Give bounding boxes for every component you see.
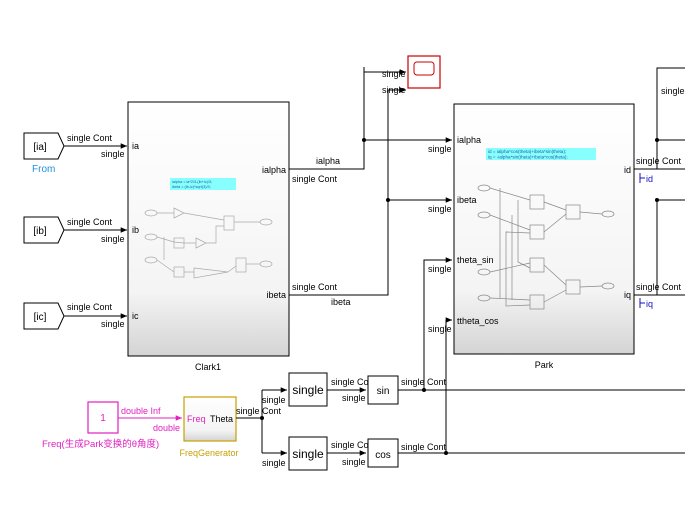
park-in-sig-ialpha: single [428,144,452,154]
sin-in-sig: single [342,393,366,403]
branch-dot-cos [444,451,448,455]
goto-id-label: id [646,174,653,184]
sig-ic-top: single Cont [67,302,113,312]
park-port-iq: iq [624,290,631,300]
branch-dot-ialpha [362,138,366,142]
park-port-theta-sin: theta_sin [457,255,494,265]
convert-1-label: single [292,383,324,397]
park-port-ialpha: ialpha [457,135,481,145]
clark-out-sig-ialpha: single Cont [292,174,338,184]
scope-in-label-1: single [382,69,406,79]
wires-from-clark [64,143,127,319]
from-block-ia[interactable]: [ia] [23,132,65,160]
freq-constant-label: Freq(生成Park变换的θ角度) [42,438,159,450]
convert-block-1[interactable]: single [288,372,328,407]
park-eq-line1: id = ialpha*cos(theta)+ibeta*sin(theta); [488,149,566,154]
branch-dot-id [655,138,659,142]
from-block-ib[interactable]: [ib] [23,216,65,244]
sin-block[interactable]: sin [367,375,399,405]
park-subsystem[interactable]: ialpha ibeta theta_sin ttheta_cos id iq … [453,103,635,355]
freq-constant-block[interactable]: 1 [87,401,119,434]
wires-convert-trig [327,387,366,456]
branch-dot-ibeta [386,198,390,202]
conv2-out-sig: single Co [331,440,369,450]
park-port-theta-cos: ttheta_cos [457,316,499,326]
from-tag-ib: [ib] [33,226,47,237]
convert-2-label: single [292,447,324,461]
conv1-in-sig: single [262,395,286,405]
conv1-out-sig: single Co [331,377,369,387]
from-block-ic[interactable]: [ic] [23,302,65,330]
sig-ia-top: single Cont [67,133,113,143]
from-tag-ic: [ic] [34,312,47,323]
goto-iq-label: iq [646,299,653,309]
cos-in-sig: single [342,457,366,467]
scope-in-label-2: single [382,85,406,95]
goto-id[interactable]: id [639,173,653,184]
wire-label-ialpha: ialpha [316,156,340,166]
from-tag-ia: [ia] [33,142,47,153]
branch-dot-theta [260,416,264,420]
park-name: Park [535,360,554,370]
freq-constant-value: 1 [100,413,106,424]
sig-const-bottom: double [153,423,180,433]
clark-out-sig-ibeta: single Cont [292,282,338,292]
park-in-sig-cos: single [428,324,452,334]
clark-subsystem[interactable]: ia ib ic ialpha ibeta ialpha = ia*2/3-(i… [127,101,290,357]
goto-iq[interactable]: iq [639,298,653,309]
park-inner-preview [477,184,615,310]
conv2-in-sig: single [262,458,286,468]
cos-out-sig: single Cont [401,442,447,452]
park-in-sig-ibeta: single [428,204,452,214]
clark-name: Clark1 [195,362,221,372]
sig-ia-bottom: single [101,149,125,159]
park-in-sig-sin: single [428,264,452,274]
freqgen-out-port: Theta [210,414,233,424]
scope-block[interactable] [407,55,441,89]
freqgen-in-port: Freq [187,414,206,424]
park-port-id: id [624,165,631,175]
park-port-ibeta: ibeta [457,195,477,205]
sig-ic-bottom: single [101,319,125,329]
clark-eq-line1: ialpha = ia*2/3-(ib+ic)/3; [172,180,212,184]
convert-block-2[interactable]: single [288,436,328,471]
clark-port-ialpha: ialpha [262,165,286,175]
clark-port-ia: ia [132,141,139,151]
clark-eq-line2: ibeta = (ib-ic)*sqrt(3)/3; [172,185,211,189]
wires-park-out [634,67,685,296]
park-out-sig-iq: single Cont [636,282,682,292]
clark-port-ic: ic [132,311,139,321]
clark-equation-bg [170,178,236,190]
branch-dot-sin [422,388,426,392]
from-label: From [32,164,55,175]
right-edge-signal: single [661,86,685,96]
sin-label: sin [377,386,390,397]
clark-inner-preview [144,207,273,279]
sig-ib-bottom: single [101,234,125,244]
wires-theta [236,387,287,456]
freq-generator-block[interactable]: Freq Theta [183,396,237,442]
clark-port-ib: ib [132,225,139,235]
cos-label: cos [375,450,391,461]
park-out-sig-id: single Cont [636,156,682,166]
wires-clark-out [289,67,452,296]
sig-ib-top: single Cont [67,217,113,227]
park-eq-line2: iq = -ialpha*sin(theta)+ibeta*cos(theta)… [488,155,568,160]
freqgen-name: FreqGenerator [179,448,238,458]
clark-port-ibeta: ibeta [266,290,286,300]
cos-block[interactable]: cos [367,438,399,468]
freqgen-out-signal: single Cont [236,406,282,416]
wire-label-ibeta: ibeta [331,297,351,307]
branch-dot-iq [655,198,659,202]
sig-const-top: double Inf [121,406,161,416]
park-equation-bg [486,148,596,160]
